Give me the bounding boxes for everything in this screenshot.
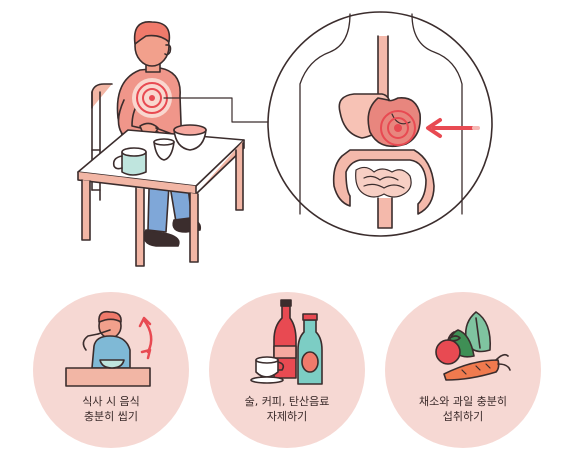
table-legs: [81, 142, 244, 267]
tip-chew-food-line1: 식사 시 음식: [82, 395, 140, 408]
pain-arrow: [426, 118, 480, 138]
tip-avoid-drinks-line2: 자제하기: [266, 410, 308, 423]
tip-avoid-drinks-line1: 술, 커피, 탄산음료: [244, 395, 330, 408]
mug: [112, 147, 147, 176]
bowls: [153, 124, 207, 161]
tip-chew-food-label: 식사 시 음식 충분히 씹기: [46, 394, 176, 424]
rectum: [377, 197, 393, 229]
digestive-system-zoom: [267, 11, 493, 237]
tip-eat-vegetables-label: 채소와 과일 충분히 섭취하기: [398, 394, 528, 424]
stomach: [367, 97, 422, 148]
tip-eat-vegetables: [385, 292, 541, 448]
head: [133, 21, 172, 67]
tip-chew-food-line2: 충분히 씹기: [83, 410, 139, 423]
small-intestine: [355, 166, 412, 198]
man-eating-scene: [77, 21, 269, 267]
tip-avoid-drinks-label: 술, 커피, 탄산음료 자제하기: [222, 394, 352, 424]
stomach-pain-mark: [132, 78, 172, 118]
tip-chew-food: [33, 292, 189, 448]
stomach-inflammation-mark: [380, 110, 416, 146]
callout-pointer: [163, 97, 269, 123]
tip-eat-vegetables-line1: 채소와 과일 충분히: [419, 395, 507, 408]
tip-avoid-drinks: [209, 292, 365, 448]
large-intestine: [332, 149, 435, 215]
esophagus: [377, 35, 389, 101]
tip-eat-vegetables-line2: 섭취하기: [442, 410, 484, 423]
